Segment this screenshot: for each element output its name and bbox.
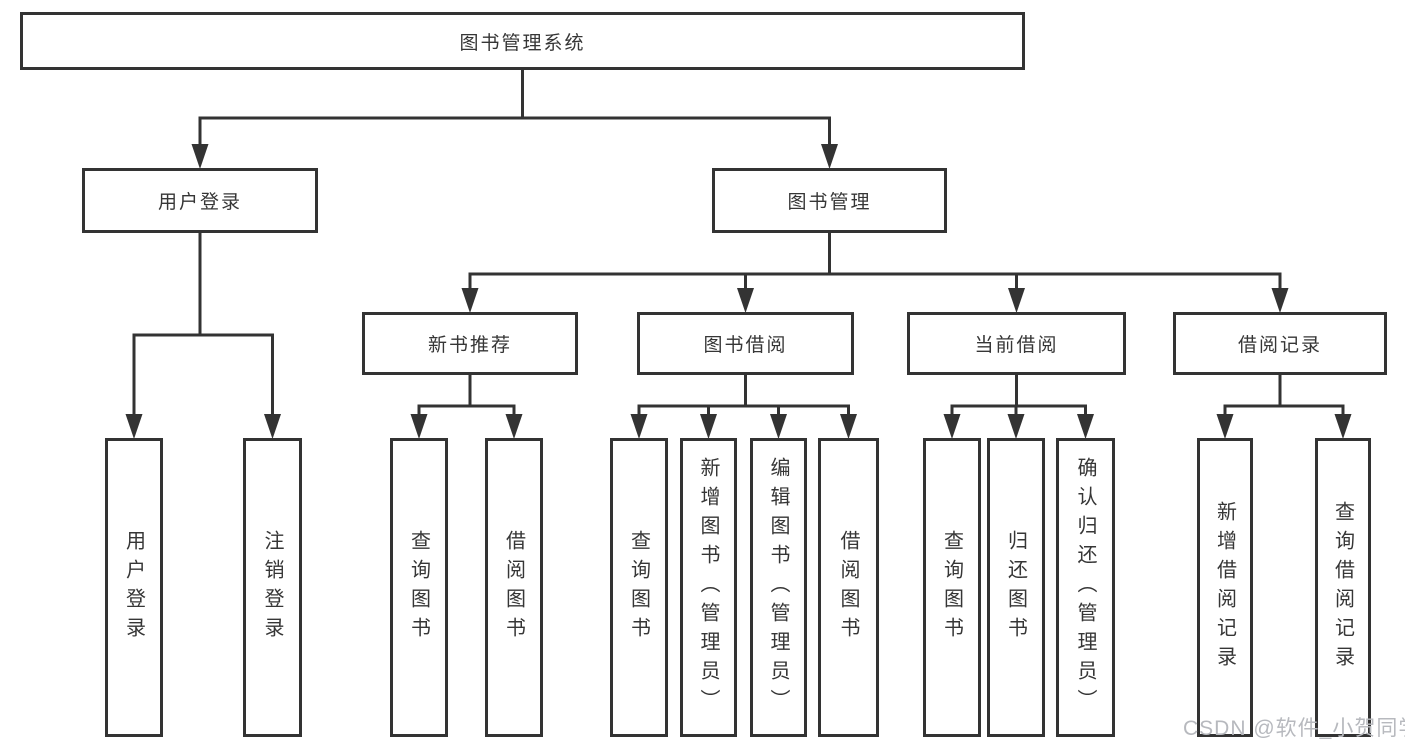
arrowhead-icon [505,414,523,439]
node-user-login: 用户登录 [82,168,318,233]
node-leaf-query-book-2: 查询图书 [610,438,668,737]
edge-book-mgmt [461,231,1289,313]
edge-new-book-rec [410,373,523,439]
edge-current-borrow [943,373,1094,439]
node-root: 图书管理系统 [20,12,1025,70]
arrowhead-icon [125,414,143,439]
arrowhead-icon [1008,288,1025,313]
node-leaf-add-record: 新增借阅记录 [1197,438,1253,737]
node-leaf-add-book: 新增图书（管理员） [680,438,737,737]
arrowhead-icon [630,414,648,439]
node-current-borrow: 当前借阅 [907,312,1126,375]
watermark: CSDN @软件_小贺同学 [1183,717,1405,740]
arrowhead-icon [264,414,281,439]
edge-user-login [125,231,281,439]
arrowhead-icon [1077,414,1094,439]
node-leaf-query-record: 查询借阅记录 [1315,438,1371,737]
node-leaf-logout: 注销登录 [243,438,302,737]
arrowhead-icon [737,288,754,313]
arrowhead-icon [461,288,479,313]
arrowhead-icon [943,414,961,439]
node-leaf-user-login: 用户登录 [105,438,163,737]
node-leaf-return-book: 归还图书 [987,438,1045,737]
node-leaf-confirm-return: 确认归还（管理员） [1056,438,1115,737]
arrowhead-icon [700,414,717,439]
node-leaf-borrow-book-2: 借阅图书 [818,438,879,737]
node-new-book-rec: 新书推荐 [362,312,578,375]
arrowhead-icon [1216,414,1234,439]
node-leaf-query-book-3: 查询图书 [923,438,981,737]
edge-book-borrow [630,373,857,439]
edge-root [191,68,838,169]
arrowhead-icon [821,144,838,169]
node-leaf-borrow-book-1: 借阅图书 [485,438,543,737]
node-leaf-query-book-1: 查询图书 [390,438,448,737]
arrowhead-icon [770,414,787,439]
arrowhead-icon [1007,414,1025,439]
arrowhead-icon [840,414,857,439]
node-book-borrow: 图书借阅 [637,312,854,375]
node-leaf-edit-book: 编辑图书（管理员） [750,438,807,737]
arrowhead-icon [1334,414,1352,439]
arrowhead-icon [191,144,209,169]
arrowhead-icon [410,414,428,439]
node-borrow-records: 借阅记录 [1173,312,1387,375]
node-book-mgmt: 图书管理 [712,168,947,233]
edge-borrow-records [1216,373,1352,439]
arrowhead-icon [1271,288,1289,313]
